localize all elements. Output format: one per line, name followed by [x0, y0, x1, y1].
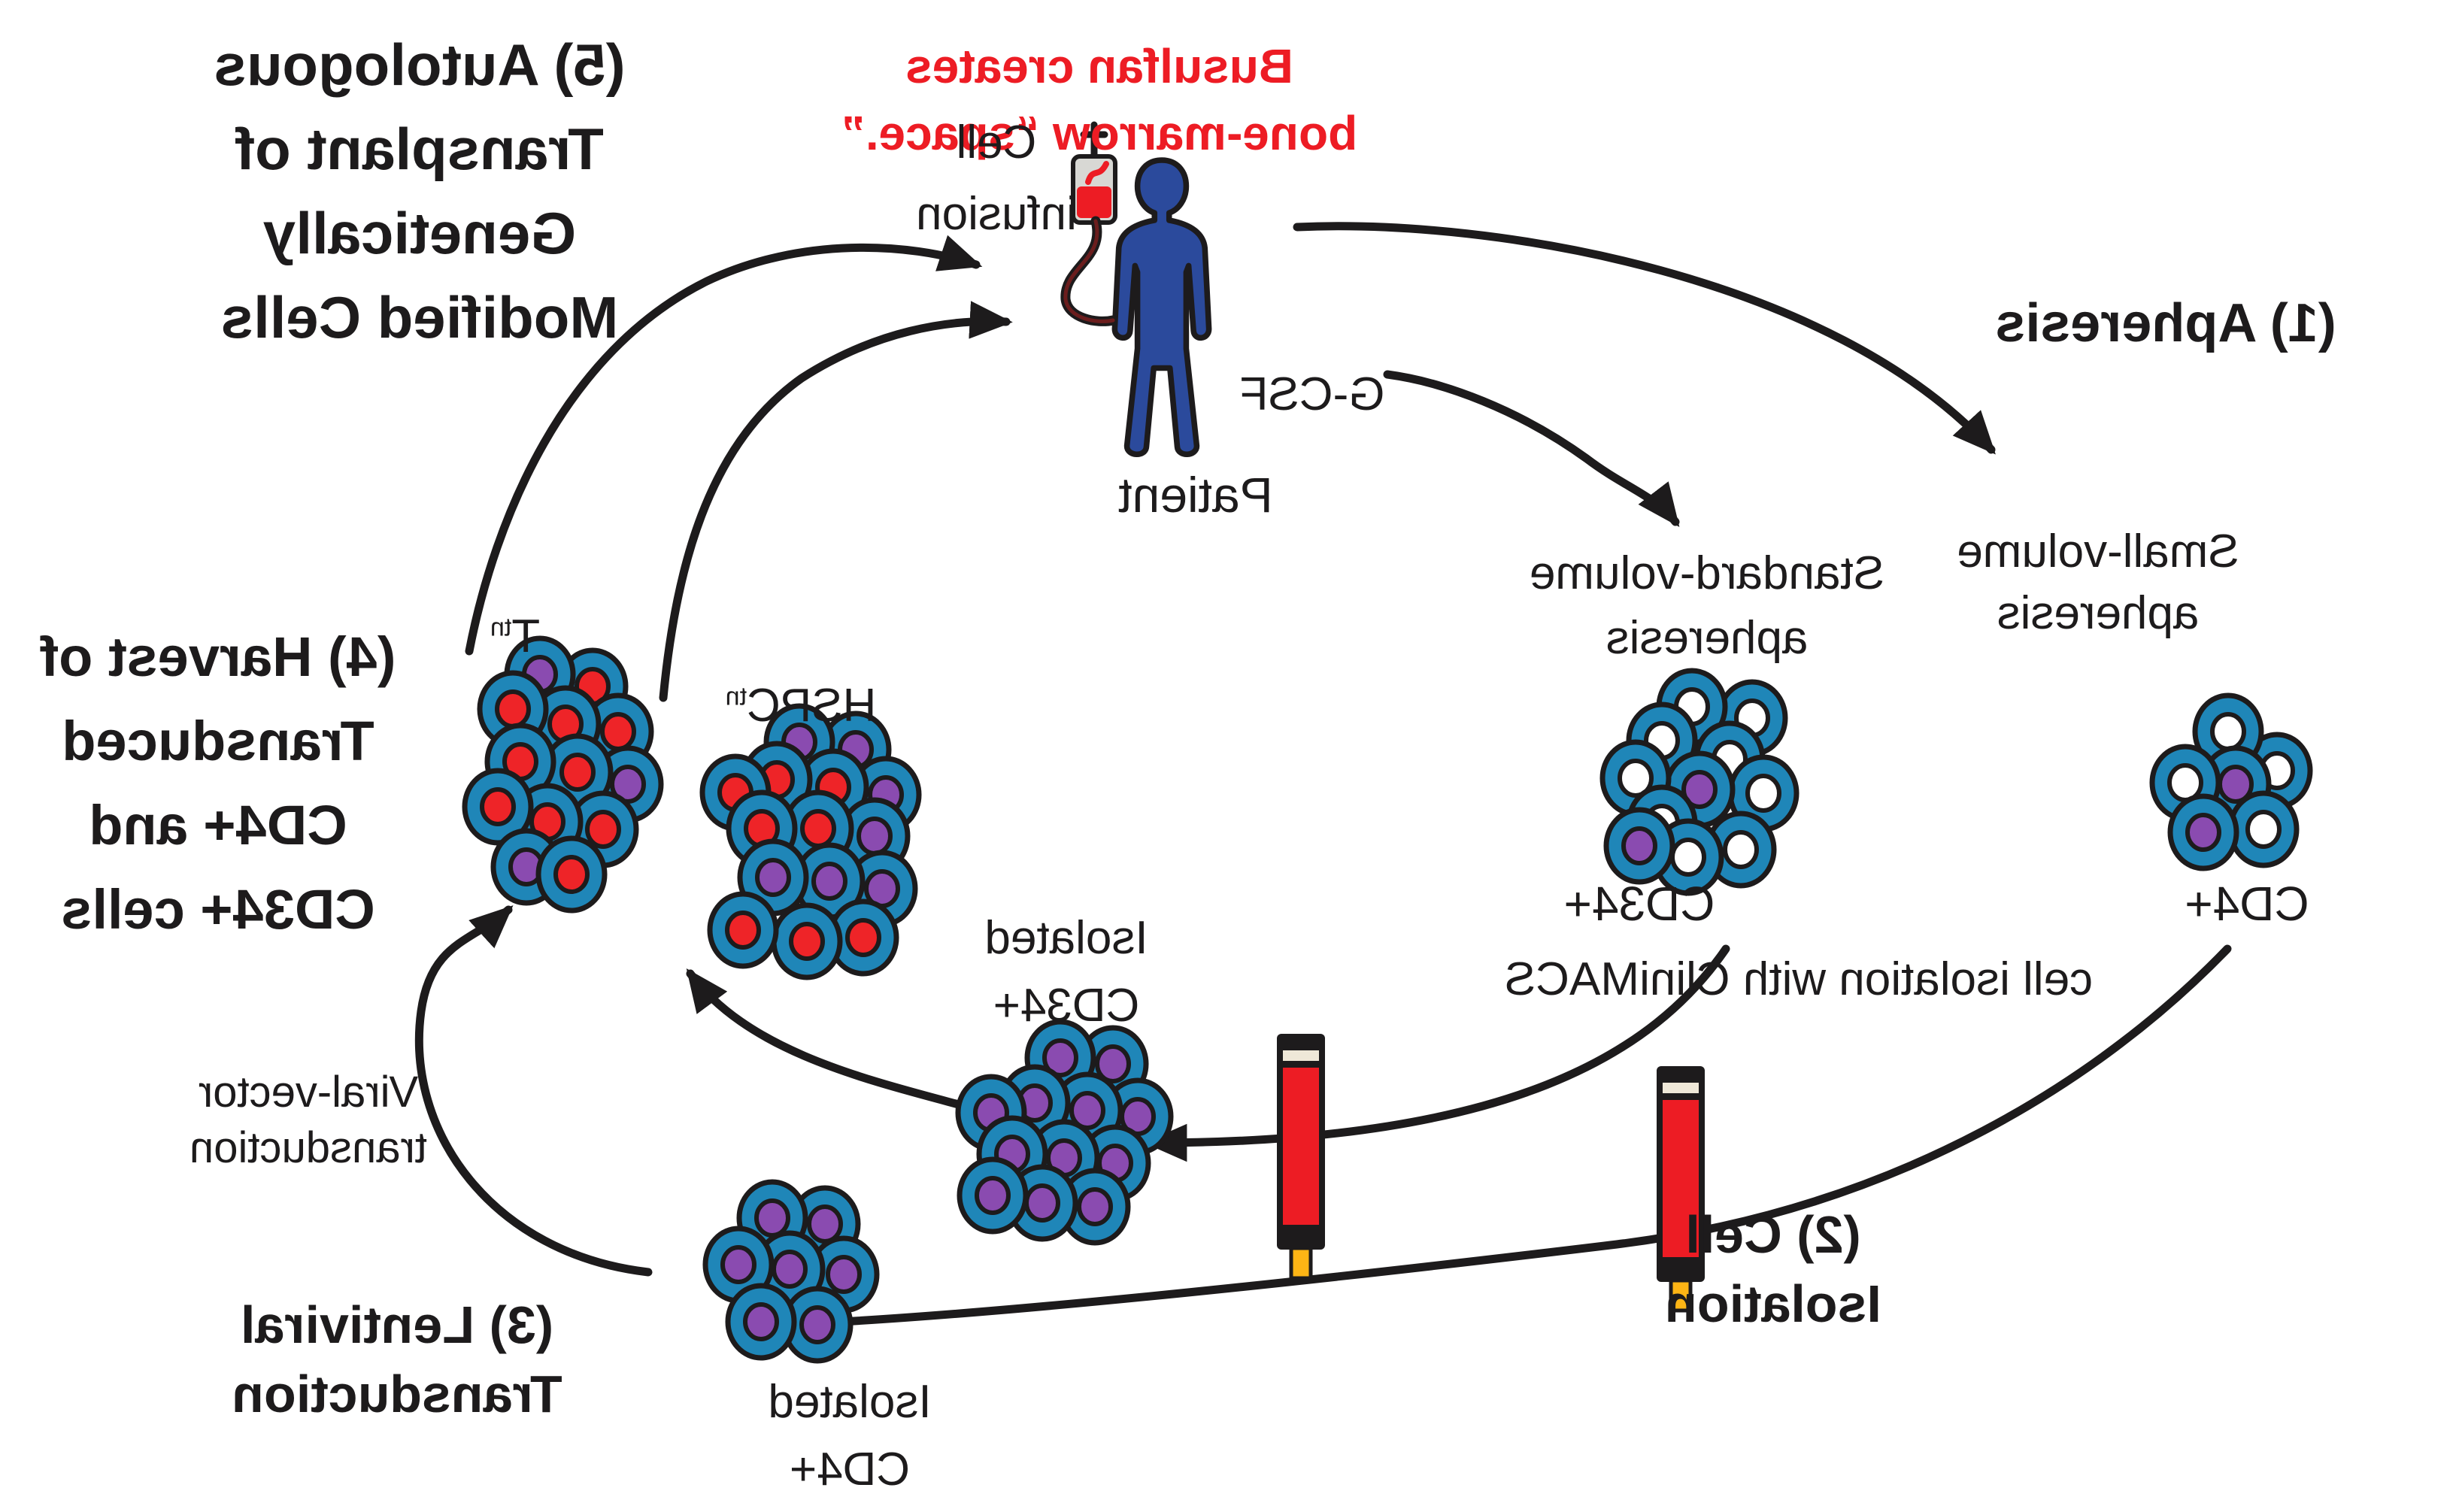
cd34-plus-label: CD34+	[1563, 877, 1715, 931]
step2-cell-isolation-label: (2) Cell Isolation	[1665, 1205, 1881, 1333]
small-volume-label: Small-volume apheresis	[1957, 526, 2239, 639]
hspc-label-sup: tn	[725, 682, 747, 711]
arrow-hspc-to-infusion	[659, 301, 1013, 702]
arrow-isocd34-to-hspc	[686, 968, 993, 1117]
step1-apheresis-label: (1) Apheresis	[1995, 293, 2336, 353]
ttn-label-sup: tn	[490, 613, 512, 642]
transduced-t-cells	[462, 635, 664, 914]
isolated-cd34-label: Isolated CD34+	[984, 912, 1148, 1032]
patient-figure	[1111, 157, 1212, 457]
arrow-isocd4-to-ttn	[414, 905, 653, 1277]
step5-transplant-label: (5) Autologous Transplant of Genetically…	[214, 32, 626, 350]
gcsf-label: G-CSF	[1239, 368, 1385, 420]
hspc-label-main: HSPC	[747, 680, 877, 732]
ttn-label: Ttn	[402, 608, 628, 666]
standard-volume-cd34-cells	[1599, 668, 1800, 896]
clinimacs-label: cell isolation with CliniMACS	[1504, 953, 2094, 1005]
transduced-hspc-cells	[699, 703, 922, 980]
patient-label: Patient	[1118, 467, 1273, 523]
iv-bag	[1071, 121, 1117, 225]
clinimacs-column-cd4	[1657, 1066, 1705, 1313]
arrow-patient-to-small-volume	[1293, 222, 1996, 455]
cd4-plus-label: CD4+	[2185, 877, 2309, 931]
isolated-cd4-label: Isolated CD4+	[768, 1376, 932, 1495]
clinimacs-column-cd34	[1277, 1034, 1325, 1280]
hspc-label: HSPCtn	[688, 677, 914, 735]
step4-harvest-label: (4) Harvest of Transduced CD4+ and CD34+…	[40, 626, 396, 941]
cell-infusion-label: Cell infusion	[916, 117, 1077, 240]
ttn-label-main: T	[511, 611, 541, 662]
isolated-cd34-cells	[955, 1019, 1174, 1246]
isolated-cd4-cells	[702, 1179, 880, 1364]
arrow-cd4-to-isolated-cd4	[774, 944, 2232, 1343]
viral-vector-label: Viral-vector transduction	[190, 1068, 427, 1172]
small-volume-cd4-cells	[2149, 692, 2313, 871]
arrow-ttn-to-infusion	[465, 235, 983, 656]
arrow-gcsf-to-standard-volume	[1383, 370, 1680, 527]
step3-lentiviral-label: (3) Lentiviral Transduction	[232, 1295, 562, 1423]
